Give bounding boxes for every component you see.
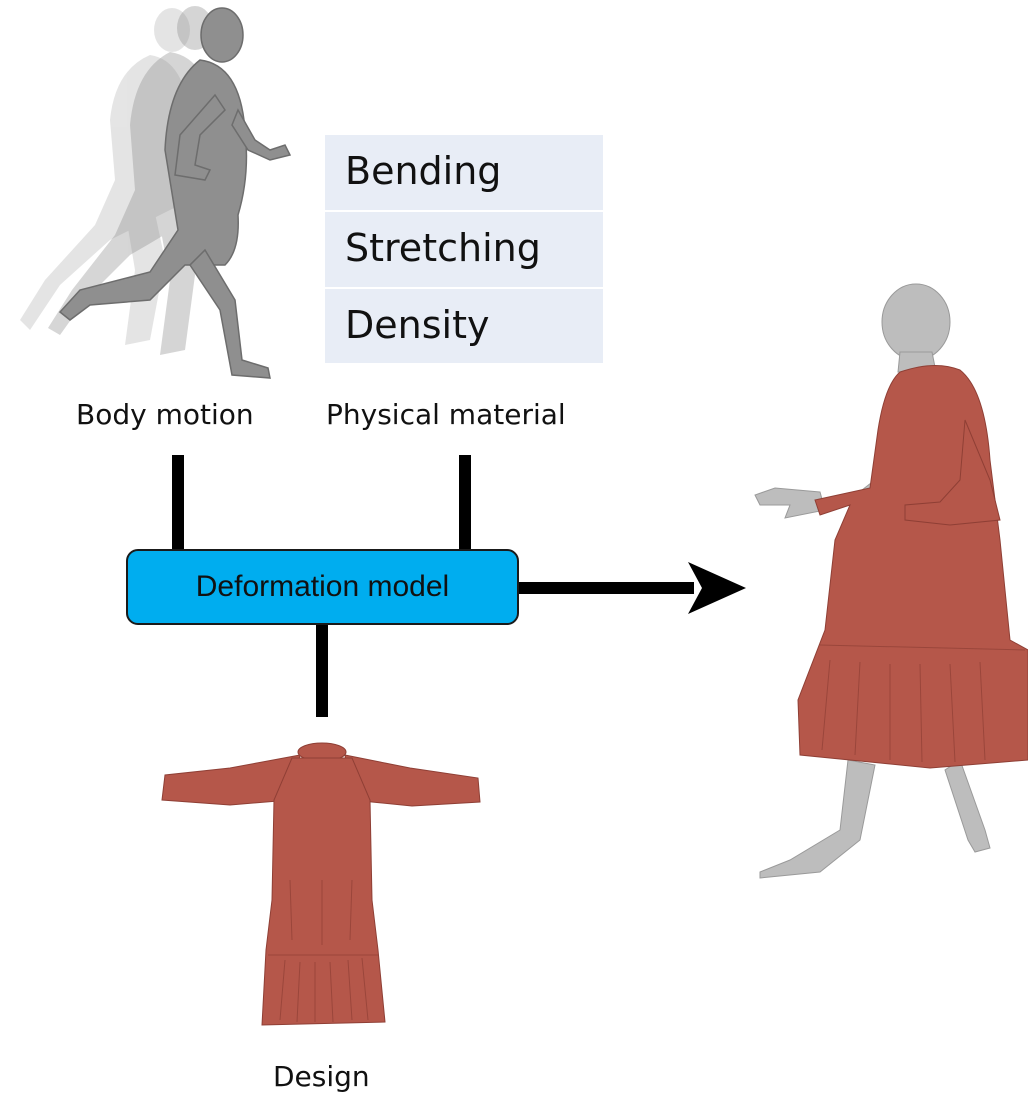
output-garment-on-body	[0, 0, 1028, 1102]
